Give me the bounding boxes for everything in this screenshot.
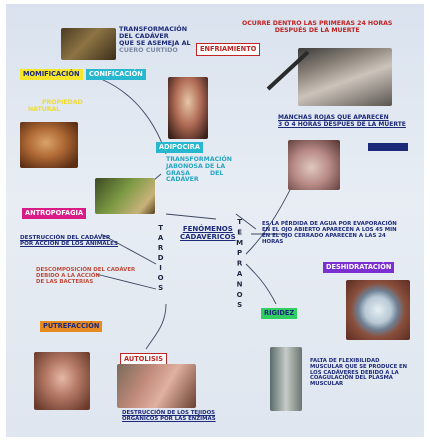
livideces-swatch [368,143,408,151]
deshidratacion-label: DESHIDRATACIÓN [323,262,395,273]
grave-wax-photo [168,77,208,139]
tardios-branch: TARDIOS [156,224,165,294]
antropofagia-label: ANTROPOFAGIA [22,208,87,219]
adipocira-desc-line1: TRANSFORMACIÓN [166,156,232,163]
center-title: FENÓMENOS CADAVÉRICOS [180,225,236,241]
center-title-line1: FENÓMENOS [182,225,233,233]
antropofagia-desc-line2: POR ACCIÓN DE LOS ANIMALES [20,241,119,248]
antropofagia-desc: DESTRUCCIÓN DEL CADÁVER POR ACCIÓN DE LO… [20,235,118,247]
deshidratacion-desc-line3: EN EL OJO CERRADO APARECEN A LAS 24 [262,232,386,239]
hand-photo [298,48,392,106]
rigid-hand-photo [270,347,302,411]
center-title-line2: CADAVÉRICOS [180,232,236,241]
putrefaccion-desc-line3: DE LAS BACTERIAS [36,278,94,285]
rigidez-desc-line2: MUSCULAR QUE SE PRODUCE EN [310,363,408,370]
adipocira-desc-line3: GRASA DEL [166,169,232,178]
autolisis-desc: DESTRUCCIÓN DE LOS TEJIDOS ORGÁNICOS POR… [122,410,216,423]
rigidez-desc-line1: FALTA DE FLEXIBILIDAD [310,358,380,364]
enfriamiento-note-line1: OCURRE DENTRO LAS PRIMERAS 24 HORAS [242,20,393,27]
deshidratacion-desc: ES LA PÉRDIDA DE AGUA POR EVAPORACIÓN EN… [262,221,397,246]
conificacion-label: CONIFICACIÓN [86,69,146,80]
enfriamiento-label: ENFRIAMIENTO [196,43,261,56]
enfriamiento-desc-line2: DEL CADÁVER [119,32,169,41]
mummy-photo [61,28,116,60]
enfriamiento-desc-line1: TRANSFORMACIÓN [119,25,188,33]
livideces-desc-line1: MANCHAS ROJAS QUE APARECEN [278,114,389,121]
rigidez-desc-line4: COAGULACIÓN DEL PLASMA [310,375,393,382]
tempranos-branch: TEMPRANOS [235,218,244,312]
putrefaccion-desc-line1: DESCOMPOSICIÓN DEL CADÁVER [36,267,136,273]
autolisis-desc-line2: ORGÁNICOS POR LAS ENZIMAS [122,415,216,422]
adipocira-desc-line4: CADÁVER [166,176,199,184]
necrotic-tissue-photo [117,364,196,408]
hand-marks-photo [288,140,340,190]
eye-photo [346,280,410,340]
yellow-note: PROPIEDAD NATURAL [28,99,83,114]
tempranos-label: TEMPRANOS [235,218,244,312]
adipocira-desc-line3-b: DEL [210,169,224,177]
momificacion-label: MOMIFICACIÓN [20,69,83,80]
concept-map: TRANSFORMACIÓN DEL CADÁVER QUE SE ASEMEJ… [6,4,424,437]
adipocira-desc-line2: JABONOSA DE LA [166,162,226,170]
yellow-note-line2: NATURAL [28,105,61,113]
adipocira-desc: TRANSFORMACIÓN JABONOSA DE LA GRASA DEL … [166,156,232,184]
deshidratacion-desc-line1: ES LA PÉRDIDA DE AGUA POR EVAPORACIÓN [262,221,397,227]
putrefaccion-label: PUTREFACCIÓN [40,321,103,332]
rigidez-desc: FALTA DE FLEXIBILIDAD MUSCULAR QUE SE PR… [310,358,408,388]
antropofagia-desc-line1: DESTRUCCIÓN DEL CADÁVER [20,235,111,241]
putrefaccion-desc: DESCOMPOSICIÓN DEL CADÁVER DEBIDO A LA A… [36,267,136,286]
adipocira-desc-line3-a: GRASA [166,169,190,177]
tardios-label: TARDIOS [156,224,165,294]
putrefaccion-desc-line2: DEBIDO A LA ACCIÓN [36,272,100,279]
green-body-photo [95,178,155,214]
autolisis-desc-line1: DESTRUCCIÓN DE LOS TEJIDOS [122,410,216,416]
rigidez-label: RIGIDEZ [261,308,298,319]
enfriamiento-desc-line3: QUE SE ASEMEJA AL [119,39,191,48]
deshidratacion-desc-line2: EN EL OJO ABIERTO APARECEN A LOS 45 MIN [262,226,397,233]
adipocira-label: ADIPOCIRA [156,142,203,153]
yellow-note-line1: PROPIEDAD [42,99,83,106]
enfriamiento-note-line2: DESPUÉS DE LA MUERTE [274,26,360,34]
livideces-desc: MANCHAS ROJAS QUE APARECEN 3 O 4 HORAS D… [278,114,406,128]
enfriamiento-desc-line4: CUERO CURTIDO [119,46,178,55]
rigidez-desc-line5: MUSCULAR [310,381,344,388]
deshidratacion-desc-line4: HORAS [262,238,284,245]
face-photo [34,352,90,410]
enfriamiento-desc: TRANSFORMACIÓN DEL CADÁVER QUE SE ASEMEJ… [119,25,191,55]
skull-photo [20,122,78,168]
decor-stroke [266,50,310,91]
enfriamiento-note: OCURRE DENTRO LAS PRIMERAS 24 HORAS DESP… [242,20,393,35]
rigidez-desc-line3: LOS CADÁVERES DEBIDO A LA [310,369,399,376]
livideces-desc-line2: 3 O 4 HORAS DESPUÉS DE LA MUERTE [278,120,406,128]
